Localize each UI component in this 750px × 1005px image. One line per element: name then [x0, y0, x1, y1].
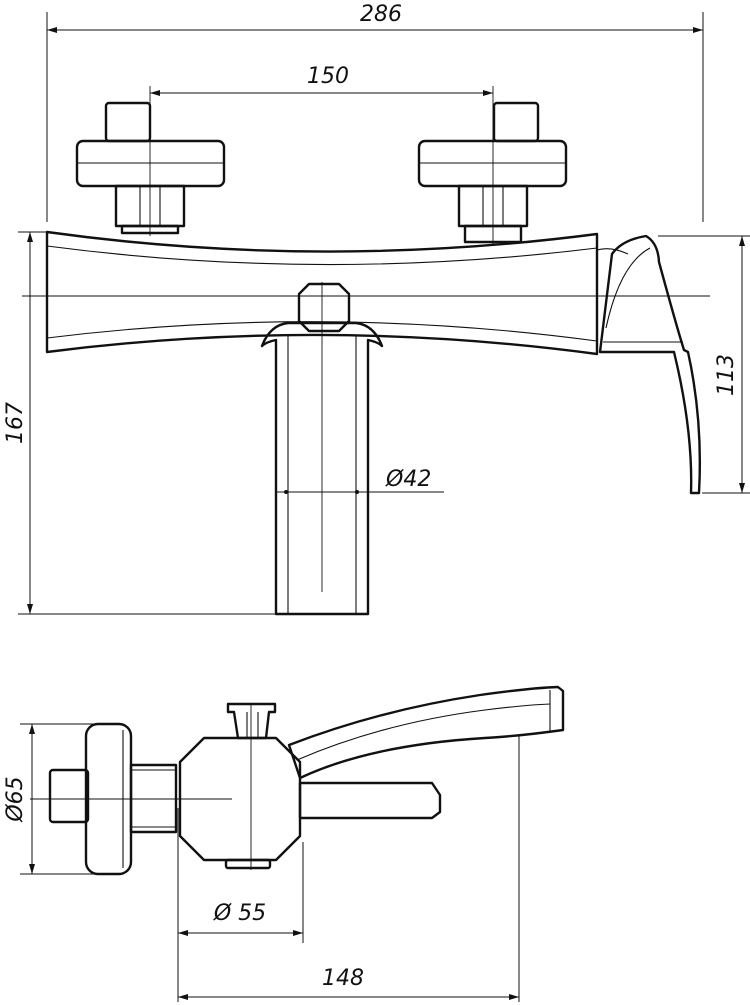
dim-label-handle-spacing: 150	[307, 64, 349, 89]
dim-body-diameter: Ø 55	[177, 808, 304, 1002]
dim-handle-spacing: 150	[150, 64, 493, 96]
dim-label-flange-diameter: Ø65	[3, 776, 28, 822]
dim-label-overall-width: 286	[360, 2, 402, 27]
dim-label-overall-height: 167	[3, 402, 28, 444]
side-bottom-nub	[224, 858, 272, 870]
side-top-cap	[226, 702, 277, 740]
side-view: Ø65 Ø 55 148	[3, 685, 565, 1002]
outlet-pipe	[260, 321, 384, 616]
dim-label-body-diameter: Ø 55	[213, 901, 266, 926]
front-center-lines	[22, 86, 710, 592]
dim-depth: 148	[178, 735, 520, 1002]
side-center-lines	[30, 704, 252, 870]
center-nut	[297, 282, 351, 333]
dim-spout-height: 113	[658, 235, 750, 494]
side-spout	[287, 685, 565, 780]
dim-pipe-diameter: Ø42	[366, 467, 444, 493]
dim-overall-width: 286	[46, 2, 704, 222]
side-lever	[298, 781, 442, 820]
spout	[598, 234, 702, 495]
left-handle	[75, 101, 226, 235]
mixer-body	[45, 230, 629, 356]
dim-overall-height: 167	[3, 231, 276, 615]
side-handle-stem	[48, 768, 90, 824]
side-connector	[129, 763, 178, 834]
dim-label-depth: 148	[322, 966, 364, 991]
right-handle	[417, 101, 568, 244]
side-octagon-body	[178, 736, 302, 862]
dim-label-spout-height: 113	[714, 354, 739, 396]
dim-flange-diameter: Ø65	[3, 723, 104, 875]
dim-label-pipe-diameter: Ø42	[385, 467, 431, 492]
front-view: 286 150 167 113 Ø42	[3, 2, 750, 616]
